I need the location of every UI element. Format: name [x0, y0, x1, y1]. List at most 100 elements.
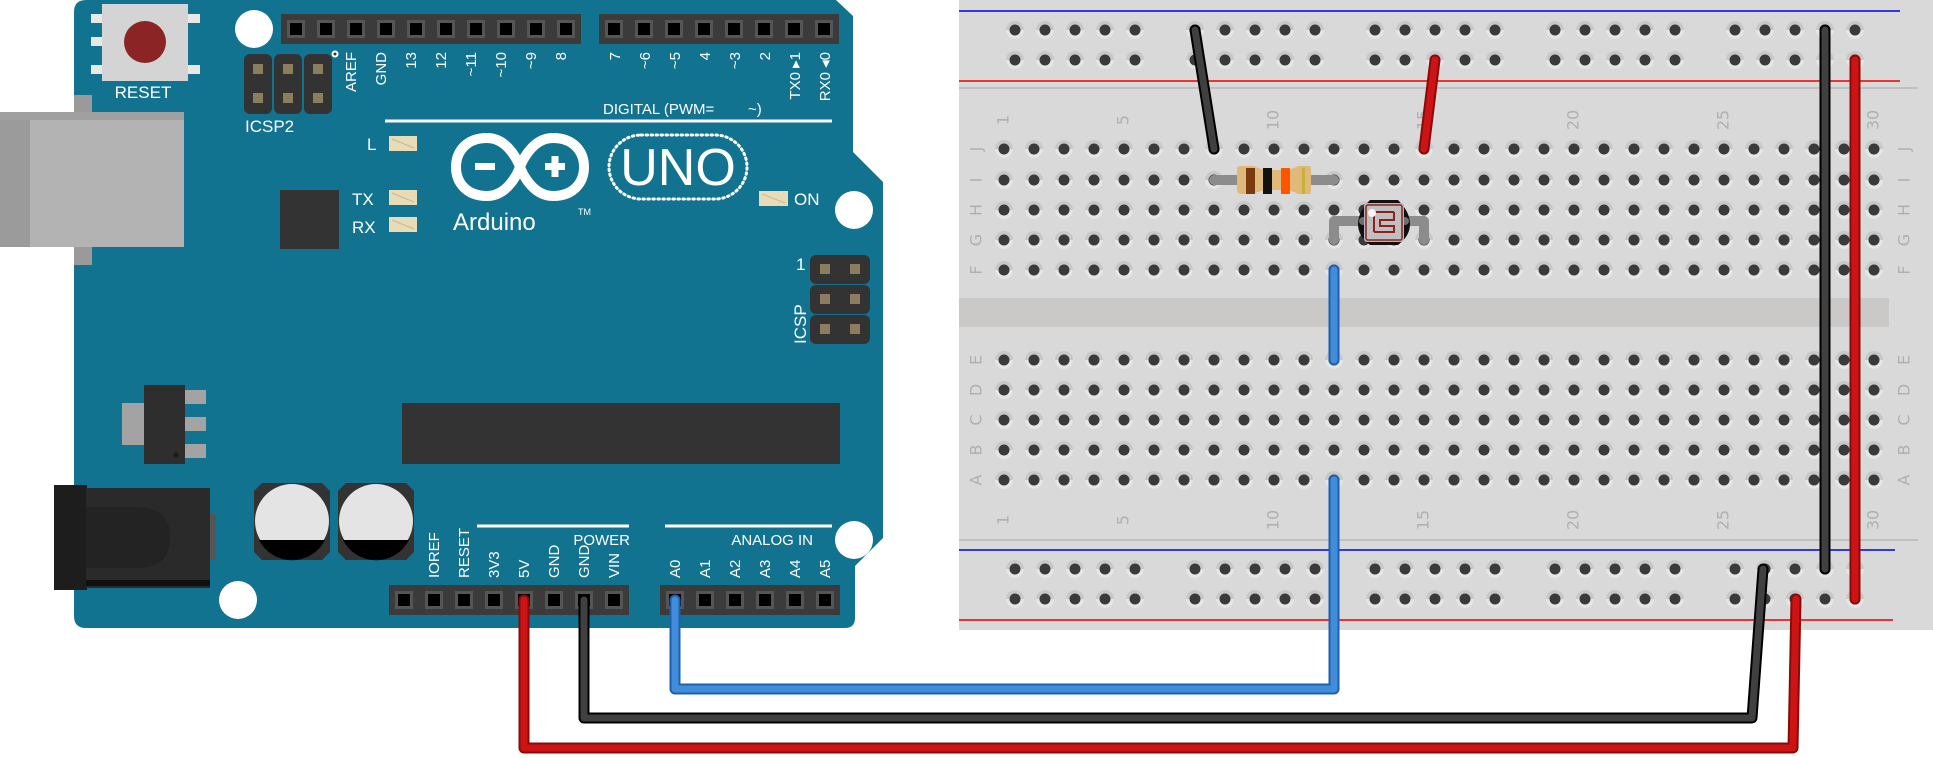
rail-hole[interactable] — [1606, 560, 1624, 578]
breadboard-hole[interactable] — [1535, 261, 1553, 279]
breadboard-hole[interactable] — [1205, 441, 1223, 459]
rail-hole[interactable] — [1006, 590, 1024, 608]
rail-hole[interactable] — [1456, 51, 1474, 69]
breadboard-hole[interactable] — [1325, 140, 1343, 158]
rail-hole[interactable] — [1606, 590, 1624, 608]
breadboard-hole[interactable] — [995, 411, 1013, 429]
header-socket[interactable] — [605, 20, 623, 38]
breadboard-hole[interactable] — [1745, 201, 1763, 219]
rail-hole[interactable] — [1126, 590, 1144, 608]
breadboard-hole[interactable] — [1355, 261, 1373, 279]
breadboard-hole[interactable] — [1745, 441, 1763, 459]
breadboard-hole[interactable] — [1685, 171, 1703, 189]
breadboard-hole[interactable] — [1685, 441, 1703, 459]
breadboard-hole[interactable] — [1145, 171, 1163, 189]
breadboard-hole[interactable] — [1205, 411, 1223, 429]
rail-hole[interactable] — [1096, 51, 1114, 69]
rail-hole[interactable] — [1636, 21, 1654, 39]
breadboard-hole[interactable] — [1235, 351, 1253, 369]
breadboard-hole[interactable] — [1205, 381, 1223, 399]
breadboard-hole[interactable] — [1145, 261, 1163, 279]
breadboard-hole[interactable] — [1715, 351, 1733, 369]
breadboard-hole[interactable] — [1595, 441, 1613, 459]
breadboard-hole[interactable] — [1595, 351, 1613, 369]
breadboard-hole[interactable] — [1265, 140, 1283, 158]
breadboard-hole[interactable] — [1235, 231, 1253, 249]
breadboard-hole[interactable] — [1475, 171, 1493, 189]
breadboard-hole[interactable] — [1415, 441, 1433, 459]
rail-hole[interactable] — [1546, 560, 1564, 578]
breadboard-hole[interactable] — [1625, 171, 1643, 189]
breadboard-hole[interactable] — [1535, 441, 1553, 459]
breadboard-hole[interactable] — [1865, 381, 1883, 399]
header-socket[interactable] — [786, 591, 804, 609]
rail-hole[interactable] — [1396, 21, 1414, 39]
breadboard-hole[interactable] — [1085, 441, 1103, 459]
breadboard-hole[interactable] — [1055, 171, 1073, 189]
breadboard-hole[interactable] — [1145, 201, 1163, 219]
breadboard-hole[interactable] — [1865, 471, 1883, 489]
breadboard-hole[interactable] — [1205, 201, 1223, 219]
breadboard-hole[interactable] — [1385, 351, 1403, 369]
breadboard-hole[interactable] — [1235, 441, 1253, 459]
rail-hole[interactable] — [1666, 560, 1684, 578]
breadboard-hole[interactable] — [1625, 381, 1643, 399]
breadboard-hole[interactable] — [1235, 471, 1253, 489]
rail-hole[interactable] — [1186, 590, 1204, 608]
breadboard-hole[interactable] — [1175, 471, 1193, 489]
breadboard-hole[interactable] — [1865, 441, 1883, 459]
breadboard-hole[interactable] — [1475, 411, 1493, 429]
rail-hole[interactable] — [1066, 590, 1084, 608]
breadboard-hole[interactable] — [1505, 140, 1523, 158]
breadboard-hole[interactable] — [1865, 351, 1883, 369]
breadboard-hole[interactable] — [1295, 201, 1313, 219]
breadboard-hole[interactable] — [1025, 351, 1043, 369]
breadboard-hole[interactable] — [995, 471, 1013, 489]
breadboard-hole[interactable] — [1745, 471, 1763, 489]
reset-button[interactable] — [91, 4, 200, 81]
header-socket[interactable] — [726, 591, 744, 609]
rail-hole[interactable] — [1066, 560, 1084, 578]
header-socket[interactable] — [437, 20, 455, 38]
rail-hole[interactable] — [1066, 51, 1084, 69]
breadboard-hole[interactable] — [1715, 441, 1733, 459]
breadboard-hole[interactable] — [1595, 471, 1613, 489]
breadboard-hole[interactable] — [1265, 441, 1283, 459]
rail-hole[interactable] — [1486, 590, 1504, 608]
breadboard-hole[interactable] — [1115, 471, 1133, 489]
rail-hole[interactable] — [1456, 560, 1474, 578]
rail-hole[interactable] — [1186, 560, 1204, 578]
breadboard-hole[interactable] — [1865, 231, 1883, 249]
rail-hole[interactable] — [1276, 51, 1294, 69]
rail-hole[interactable] — [1486, 21, 1504, 39]
breadboard-hole[interactable] — [1325, 381, 1343, 399]
header-socket[interactable] — [467, 20, 485, 38]
breadboard-hole[interactable] — [1445, 171, 1463, 189]
breadboard-hole[interactable] — [1745, 351, 1763, 369]
breadboard-hole[interactable] — [995, 140, 1013, 158]
breadboard-hole[interactable] — [1355, 381, 1373, 399]
breadboard-hole[interactable] — [1415, 171, 1433, 189]
breadboard-hole[interactable] — [1745, 231, 1763, 249]
breadboard-hole[interactable] — [1055, 411, 1073, 429]
breadboard-hole[interactable] — [1295, 140, 1313, 158]
breadboard-hole[interactable] — [1655, 351, 1673, 369]
rail-hole[interactable] — [1216, 51, 1234, 69]
photoresistor[interactable] — [1329, 200, 1429, 245]
rail-hole[interactable] — [1426, 21, 1444, 39]
breadboard-hole[interactable] — [1055, 231, 1073, 249]
breadboard-hole[interactable] — [1475, 140, 1493, 158]
breadboard-hole[interactable] — [1115, 231, 1133, 249]
breadboard-hole[interactable] — [1685, 261, 1703, 279]
breadboard-hole[interactable] — [1235, 411, 1253, 429]
rail-hole[interactable] — [1306, 51, 1324, 69]
breadboard-hole[interactable] — [1775, 351, 1793, 369]
resistor[interactable] — [1209, 166, 1339, 194]
header-socket[interactable] — [545, 591, 563, 609]
5v-wire[interactable] — [518, 593, 1802, 754]
breadboard-hole[interactable] — [1535, 351, 1553, 369]
breadboard-hole[interactable] — [1025, 411, 1043, 429]
breadboard-hole[interactable] — [1505, 441, 1523, 459]
rail-hole[interactable] — [1396, 590, 1414, 608]
breadboard-hole[interactable] — [1775, 471, 1793, 489]
